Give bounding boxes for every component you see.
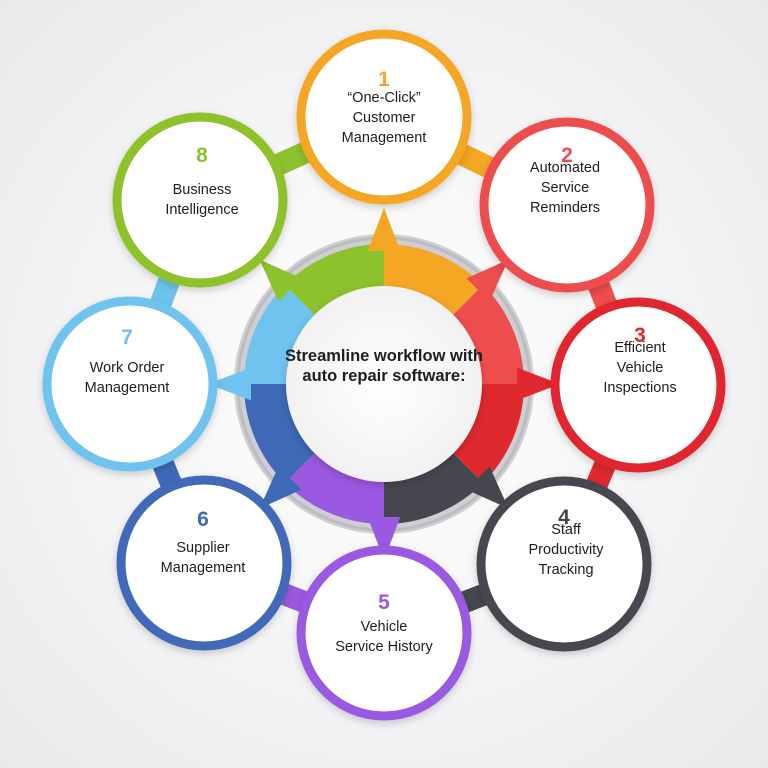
node-6-number: 6 (197, 508, 209, 531)
node-6-circle (116, 475, 292, 651)
hub-segment-1 (384, 244, 483, 317)
node-2-number: 2 (561, 144, 573, 167)
hub-segment-2 (451, 285, 524, 384)
node-3-number: 3 (634, 324, 646, 347)
hub-center (286, 286, 482, 482)
node-5-number: 5 (378, 591, 390, 614)
node-8-number: 8 (196, 144, 208, 167)
node-circles (42, 29, 726, 721)
node-1 (296, 29, 472, 205)
node-4 (476, 476, 652, 652)
arrow-to-node-8 (259, 259, 302, 302)
arrow-to-node-4 (466, 466, 509, 509)
hub-segment-4 (384, 451, 483, 524)
node-5-circle (296, 545, 472, 721)
node-7-number: 7 (121, 326, 133, 349)
node-1-number: 1 (378, 68, 390, 91)
arrow-to-node-7 (208, 367, 251, 401)
node-4-number: 4 (558, 506, 570, 529)
node-8 (112, 112, 288, 288)
node-3-label: Efficient Vehicle Inspections (603, 340, 677, 396)
node-6-label: Supplier Management (160, 540, 246, 576)
node-7 (42, 296, 218, 472)
node-2-circle (479, 117, 655, 293)
arrow-to-node-6 (259, 466, 302, 509)
arrow-to-node-3 (517, 367, 560, 401)
node-5-label: Vehicle Service History (335, 619, 433, 655)
node-4-circle (476, 476, 652, 652)
hub-segment-5 (285, 451, 384, 524)
hub-segment-7 (244, 285, 317, 384)
node-7-circle (42, 296, 218, 472)
hub-arrows (208, 208, 560, 560)
node-4-label: Staff Productivity Tracking (528, 522, 604, 578)
arrow-to-node-1 (367, 208, 401, 251)
hub-segment-3 (451, 384, 524, 483)
arrow-to-node-2 (466, 259, 509, 302)
node-1-circle (296, 29, 472, 205)
node-3-circle (550, 297, 726, 473)
center-title: Streamline workflow with auto repair sof… (284, 347, 484, 385)
node-2 (479, 117, 655, 293)
hub-segment-8 (285, 244, 384, 317)
arrow-to-node-5 (367, 517, 401, 560)
hub-segments (244, 244, 524, 524)
node-7-label: Work Order Management (84, 360, 170, 396)
node-5 (296, 545, 472, 721)
node-2-label: Automated Service Reminders (529, 160, 601, 216)
node-8-label: Business Intelligence (165, 182, 239, 218)
hub-segment-6 (244, 384, 317, 483)
node-8-circle (112, 112, 288, 288)
node-1-label: “One-Click” Customer Management (341, 90, 427, 146)
node-6 (116, 475, 292, 651)
node-3 (550, 297, 726, 473)
